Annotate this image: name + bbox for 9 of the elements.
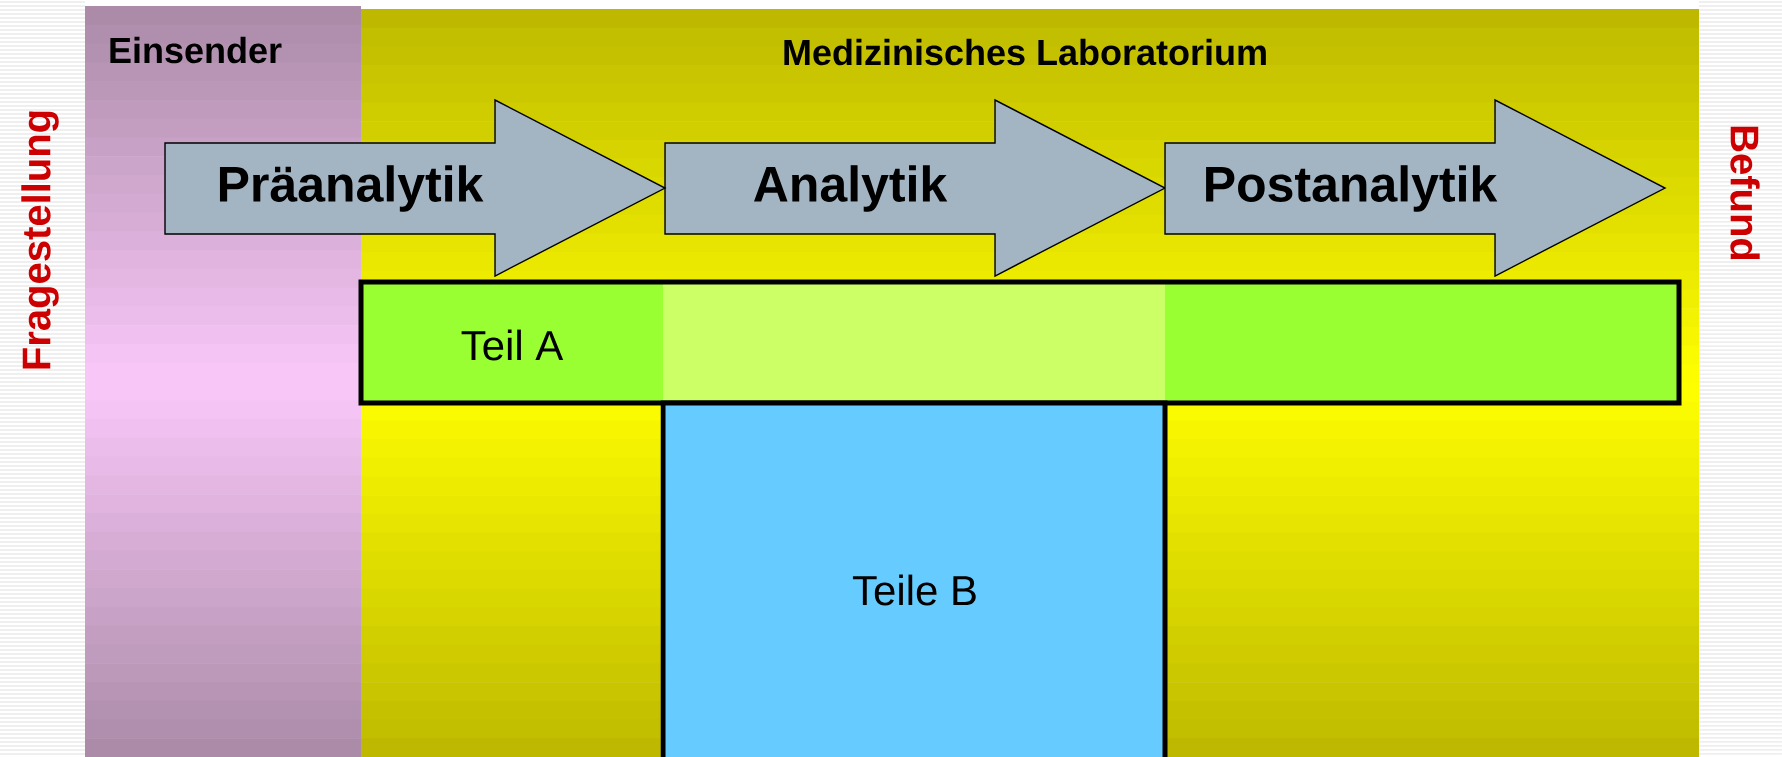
process-step: Postanalytik	[1164, 98, 1667, 278]
process-box: Teile B	[660, 400, 1168, 757]
side-label: Fragestellung	[21, 111, 59, 369]
node-label: Einsender	[110, 36, 282, 64]
process-step: Präanalytik	[164, 98, 667, 278]
node-label: Medizinisches Laboratorium	[784, 38, 1266, 66]
segmented-bar: Teil A	[358, 279, 1682, 406]
side-label: Befund	[1730, 126, 1760, 260]
process-step: Analytik	[664, 98, 1167, 278]
